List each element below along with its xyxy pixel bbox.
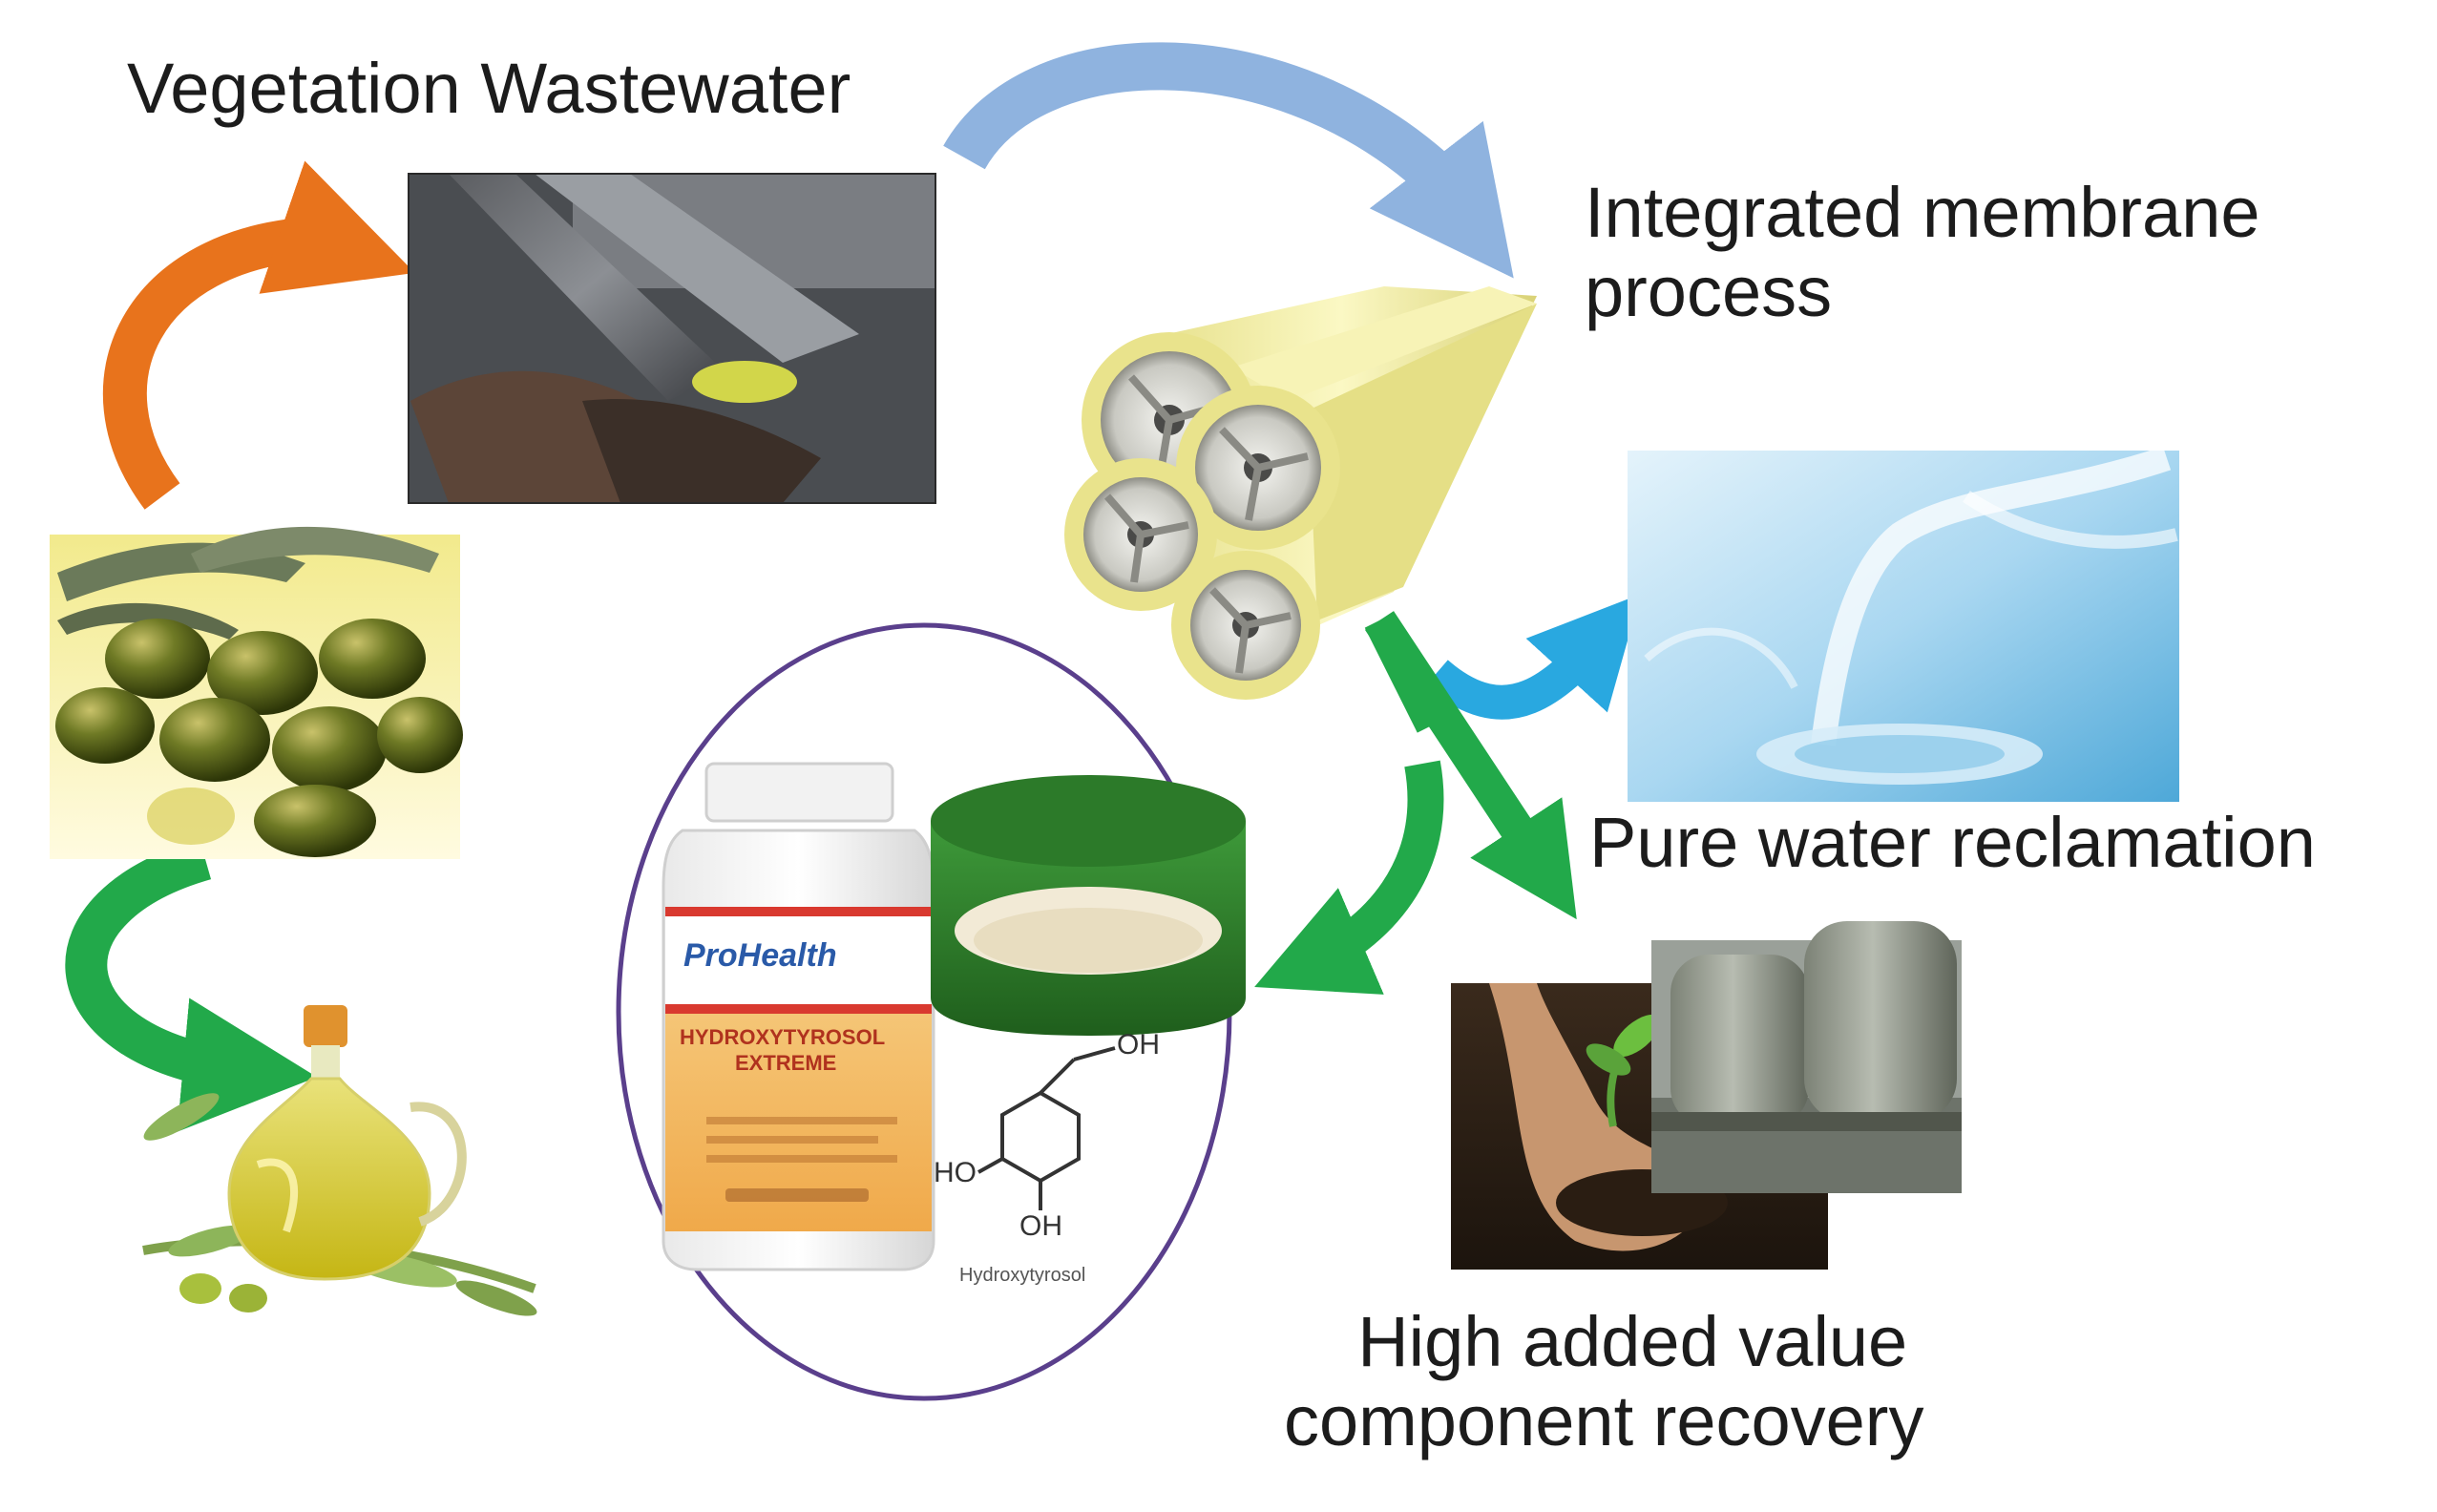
blue-wastewater-to-membrane-arrow bbox=[943, 42, 1514, 279]
green-membrane-stem bbox=[1364, 613, 1447, 733]
storage-tanks-photo bbox=[1651, 921, 1962, 1193]
label-pure-water-reclamation: Pure water reclamation bbox=[1589, 803, 2316, 882]
label-high-added-value: High added value component recovery bbox=[1284, 1302, 1924, 1461]
olives-photo bbox=[50, 526, 463, 859]
membrane-line-1: Integrated membrane bbox=[1585, 173, 2260, 252]
high-value-line-1: High added value bbox=[1357, 1302, 1908, 1381]
supplement-bottle-image bbox=[662, 762, 935, 1271]
cyan-membrane-to-water-arrow bbox=[1425, 594, 1641, 720]
label-integrated-membrane-process: Integrated membrane process bbox=[1585, 173, 2260, 332]
hydroxytyrosol-structure bbox=[977, 1046, 1116, 1210]
molecule-oh-top: OH bbox=[1117, 1029, 1160, 1060]
membrane-line-2: process bbox=[1585, 251, 1833, 331]
high-value-line-2: component recovery bbox=[1284, 1380, 1924, 1460]
pure-water-photo bbox=[1628, 446, 2179, 802]
orange-cycle-arrow bbox=[102, 160, 415, 510]
powder-jar-image bbox=[931, 775, 1246, 1036]
olive-oil-bottle-photo bbox=[142, 1005, 537, 1316]
supplement-product-line-1: HYDROXYTYROSOL bbox=[680, 1025, 886, 1049]
membrane-modules-image bbox=[1064, 286, 1537, 700]
molecule-oh-bottom: OH bbox=[1019, 1210, 1062, 1242]
green-olive-to-oil-arrow bbox=[65, 838, 318, 1132]
wastewater-pipe-photo bbox=[408, 173, 936, 504]
supplement-product-line-2: EXTREME bbox=[735, 1051, 837, 1075]
molecule-ho-left: HO bbox=[934, 1157, 977, 1188]
supplement-brand: ProHealth bbox=[683, 937, 837, 974]
label-vegetation-wastewater: Vegetation Wastewater bbox=[127, 49, 851, 128]
molecule-name: Hydroxytyrosol bbox=[959, 1265, 1086, 1286]
green-membrane-to-supplement-arrow bbox=[1254, 760, 1444, 995]
